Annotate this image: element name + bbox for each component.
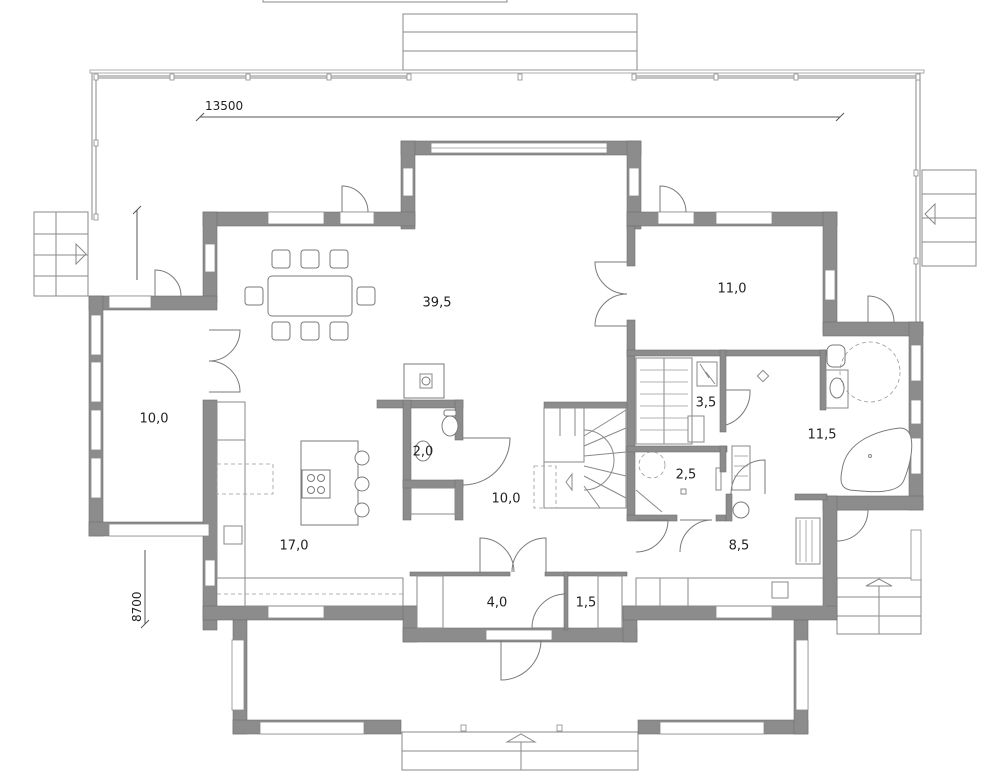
west-steps [33,211,89,297]
room-utility-area: 8,5 [728,538,750,554]
wc-fixtures [410,409,459,515]
dining-table [244,249,376,341]
utility-fixtures [635,501,827,607]
room-veranda-west-area: 10,0 [139,411,169,427]
north-terrace [89,69,925,330]
dimension-depth-label: 8700 [130,591,144,622]
dimension-width [195,112,845,122]
room-east-area: 11,0 [717,281,747,297]
staircase [533,407,627,509]
room-vestibule-area: 4,0 [486,595,508,611]
bathroom-fixtures [731,341,913,493]
south-steps [401,724,639,771]
dimension-depth [132,205,150,629]
shower-fixtures [635,451,722,513]
windows [90,142,922,735]
room-closet-area: 1,5 [575,595,597,611]
room-shower-area: 2,5 [675,467,697,483]
room-kitchen-area: 17,0 [279,538,309,554]
room-hall-area: 10,0 [491,491,521,507]
doors [154,185,895,681]
room-bathroom-area: 11,5 [807,427,837,443]
sauna-benches [635,357,718,445]
east-steps [921,169,977,267]
room-sauna-area: 3,5 [695,395,717,411]
closets [416,575,623,629]
room-living-dining-area: 39,5 [422,295,452,311]
dimension-width-label: 13500 [205,99,244,113]
room-wc-area: 2,0 [412,444,434,460]
fireplace [403,363,445,399]
southeast-steps [836,577,922,635]
kitchen-counters [216,401,404,607]
north-steps [262,0,638,71]
kitchen-island [300,440,370,526]
